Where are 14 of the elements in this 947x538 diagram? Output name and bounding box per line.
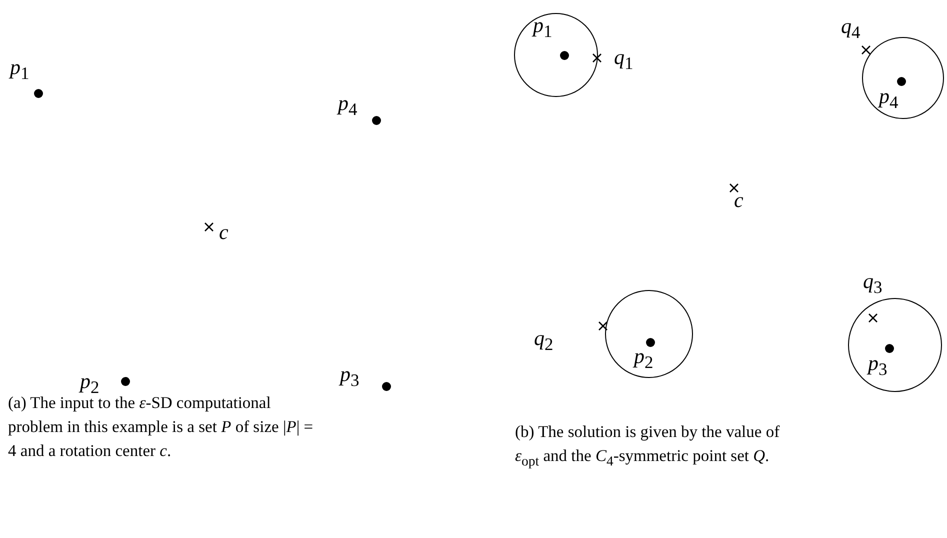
point-label: p$_{2}$ — [634, 346, 654, 372]
point-label: p$_{4}$ — [338, 93, 358, 119]
point-label: q$_{1}$ — [614, 47, 634, 73]
point-label: p$_{3}$ — [868, 353, 888, 379]
point-label: p$_{1}$ — [533, 15, 552, 41]
figure-caption: (b) The solution is given by the value of ε$_{opt}$ and the C$_{4}$-symmetric point set Q. — [515, 421, 781, 470]
point-label: q$_{4}$ — [841, 16, 860, 42]
point-label: p$_{4}$ — [879, 86, 898, 112]
point-label: c — [734, 190, 744, 211]
point-label: p$_{3}$ — [340, 364, 360, 390]
point-label: p$_{1}$ — [10, 57, 30, 83]
point-label: q$_{2}$ — [534, 328, 554, 354]
point-label: q$_{3}$ — [863, 271, 882, 297]
point-label: c — [219, 222, 228, 243]
